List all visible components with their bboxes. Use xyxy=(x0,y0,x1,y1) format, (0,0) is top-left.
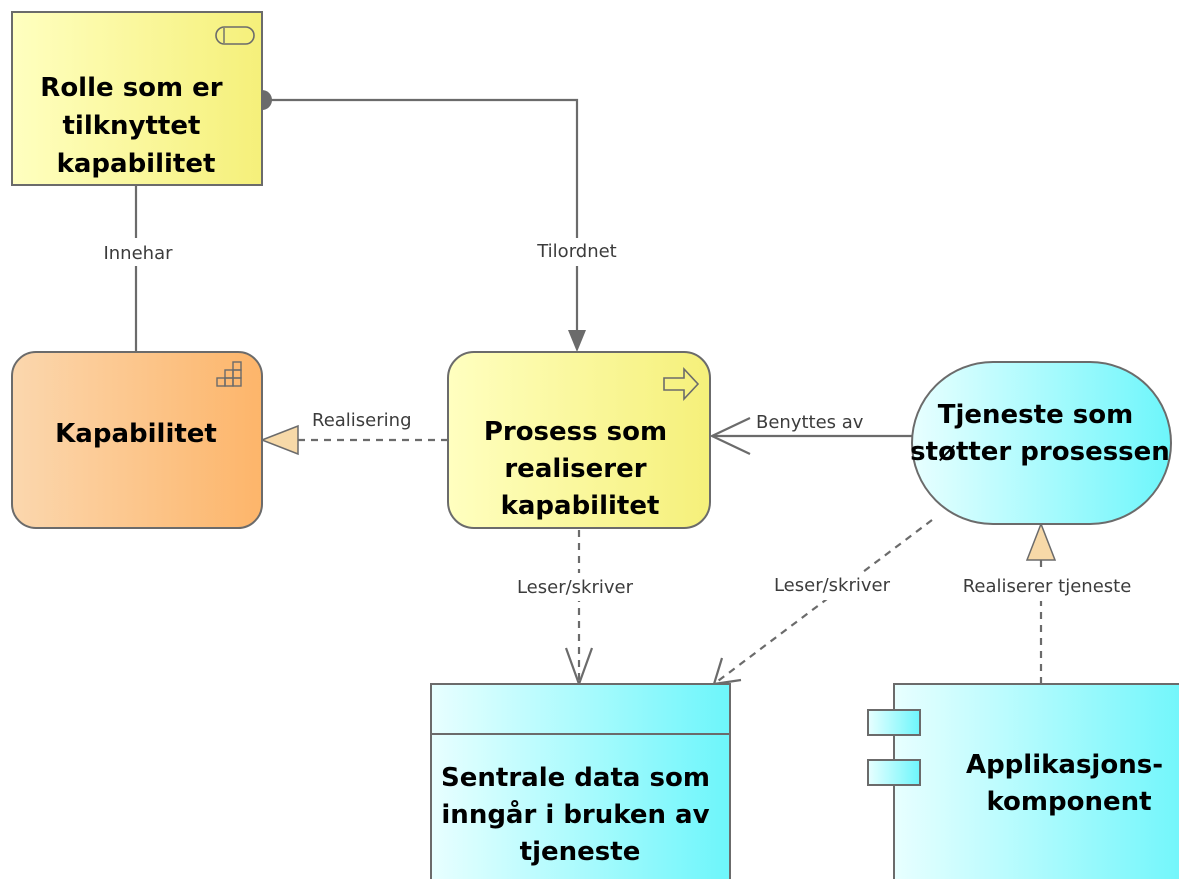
realization-arrowhead xyxy=(259,424,299,456)
edge-leser-skriver-service[interactable]: Leser/skriver xyxy=(712,519,933,686)
node-label-role: Rolle som er tilknyttet kapabilitet xyxy=(40,73,231,179)
edge-label-leser-skriver-2: Leser/skriver xyxy=(774,575,891,596)
node-data-object[interactable]: Sentrale data som inngår i bruken av tje… xyxy=(430,683,731,879)
component-icon xyxy=(867,709,921,786)
node-label-capability: Kapabilitet xyxy=(55,419,217,449)
edge-label-leser-skriver-1: Leser/skriver xyxy=(517,577,634,598)
node-role[interactable]: Rolle som er tilknyttet kapabilitet xyxy=(11,11,263,186)
edge-tilordnet[interactable]: Tilordnet xyxy=(252,90,629,352)
edge-label-innehar: Innehar xyxy=(103,243,173,264)
node-process[interactable]: Prosess som realiserer kapabilitet xyxy=(447,351,711,529)
edge-realiserer-tjeneste[interactable]: Realiserer tjeneste xyxy=(948,521,1148,684)
role-icon xyxy=(215,26,255,45)
edge-leser-skriver-process[interactable]: Leser/skriver xyxy=(500,530,650,688)
assignment-arrowhead xyxy=(568,330,586,352)
node-application-component[interactable]: Applikasjons- komponent xyxy=(867,683,1179,879)
node-label-process: Prosess som realiserer kapabilitet xyxy=(484,417,676,521)
capability-icon xyxy=(216,361,242,387)
edge-label-realiserer-tjeneste: Realiserer tjeneste xyxy=(963,576,1132,597)
node-label-data: Sentrale data som inngår i bruken av tje… xyxy=(441,763,719,867)
realization-arrowhead xyxy=(1025,521,1057,561)
node-label-component: Applikasjons- komponent xyxy=(966,750,1172,817)
node-capability[interactable]: Kapabilitet xyxy=(11,351,263,529)
edge-label-benyttes-av: Benyttes av xyxy=(756,412,864,433)
edge-label-tilordnet: Tilordnet xyxy=(536,241,617,262)
edge-benyttes-av[interactable]: Benyttes av xyxy=(709,412,912,455)
node-service[interactable]: Tjeneste som støtter prosessen xyxy=(910,361,1172,525)
edge-realisering[interactable]: Realisering xyxy=(259,410,448,456)
process-arrow-icon xyxy=(663,366,700,402)
edge-label-realisering: Realisering xyxy=(312,410,412,431)
node-label-service: Tjeneste som støtter prosessen xyxy=(910,400,1170,467)
edge-innehar[interactable]: Innehar xyxy=(92,185,184,352)
